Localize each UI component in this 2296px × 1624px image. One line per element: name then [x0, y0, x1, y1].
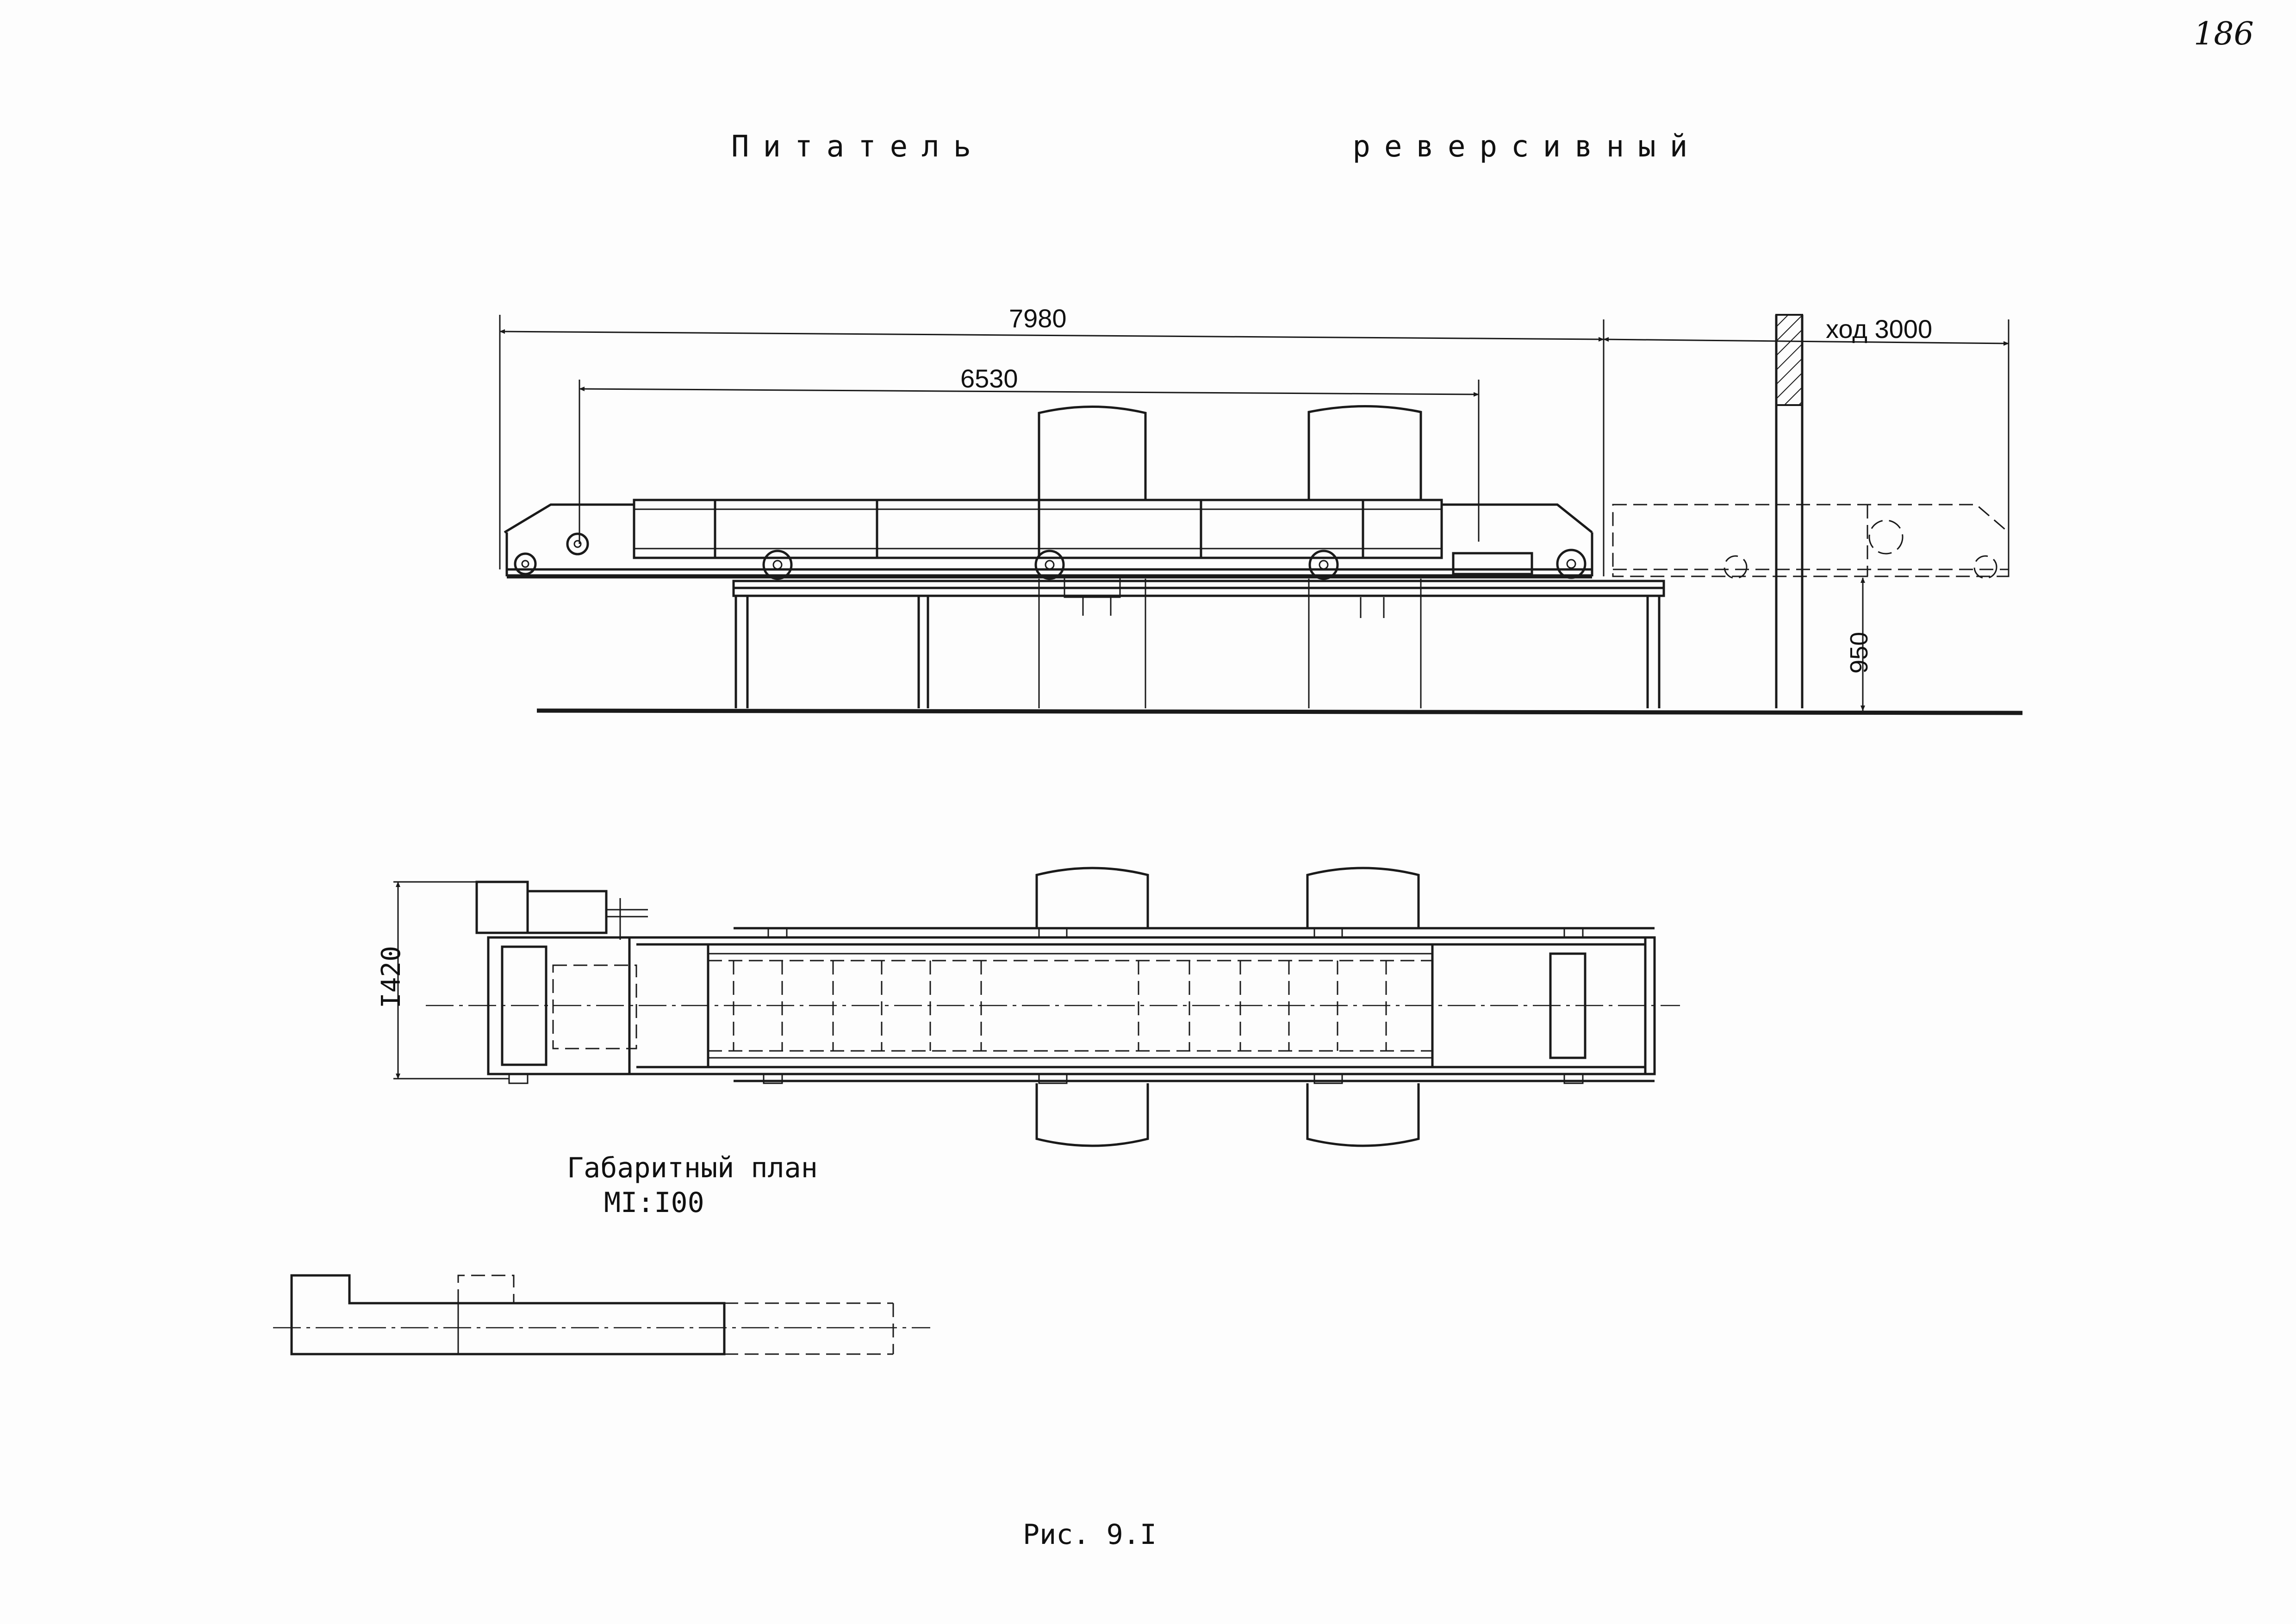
wheel — [514, 552, 537, 575]
drawing-title: Питатель реверсивный — [731, 130, 1702, 164]
wheel — [1038, 927, 1068, 938]
dimension-label-overall-length: 7980 — [1009, 304, 1067, 333]
page-number: 186 — [2194, 16, 2254, 52]
feeder-frame — [504, 499, 1593, 579]
feeder-outline-sketch — [273, 1274, 930, 1355]
dimension-label-width: I420 — [376, 946, 406, 1008]
dimension-line-stroke — [1603, 319, 2010, 576]
hopper-left — [1035, 867, 1149, 1147]
rail-track — [732, 575, 1665, 708]
wheel — [767, 927, 788, 938]
wall-column — [1775, 314, 1804, 708]
dimension-label-wheel-base: 6530 — [960, 364, 1018, 393]
wheel — [1313, 927, 1343, 938]
hopper-left — [1038, 406, 1147, 708]
wheel — [1038, 1073, 1068, 1084]
wheel — [763, 1073, 783, 1084]
hopper-right — [1307, 405, 1422, 708]
wheel — [508, 1073, 529, 1084]
dimension-label-height: 950 — [1845, 631, 1873, 674]
wheel — [1563, 1073, 1584, 1084]
wheel — [1313, 1073, 1343, 1084]
wheel — [1034, 550, 1065, 580]
drive-unit — [475, 881, 648, 940]
wheel — [1308, 550, 1339, 580]
plan-caption: Габаритный план — [567, 1152, 818, 1184]
figure-caption: Рис. 9.I — [1023, 1518, 1157, 1551]
dimension-label-stroke: ход 3000 — [1826, 314, 1933, 344]
dimension-line-wheel-base — [579, 380, 1480, 544]
dimension-line-width — [393, 881, 509, 1080]
feeder-plan-outline — [426, 927, 1680, 1082]
wheel — [1563, 927, 1584, 938]
wheel — [762, 550, 793, 580]
plan-scale: MI:I00 — [604, 1187, 704, 1219]
hopper-right — [1306, 867, 1420, 1147]
dimension-line-overall-length — [499, 315, 1605, 576]
feeder-stroke-position — [1612, 504, 2010, 579]
plan-view — [393, 867, 1680, 1147]
wheel — [566, 532, 589, 556]
elevation-view — [499, 314, 2023, 715]
floor-line — [536, 708, 2023, 715]
wheel — [1556, 549, 1587, 579]
